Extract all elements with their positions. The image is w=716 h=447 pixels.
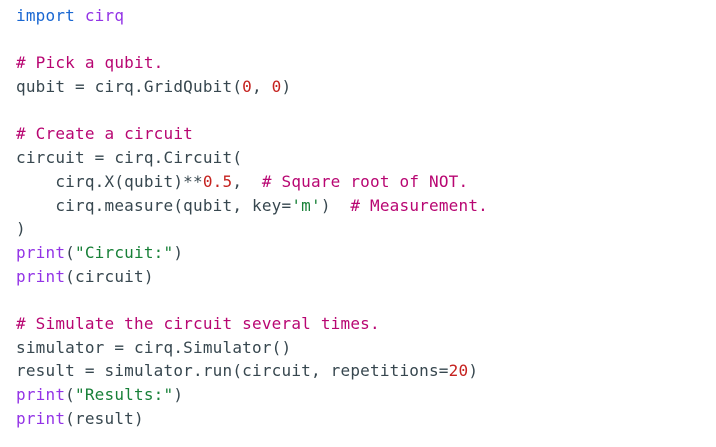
code-token-comment: # Create a circuit bbox=[16, 124, 193, 144]
code-token-plain: cirq.measure(qubit, key= bbox=[16, 195, 292, 215]
code-line: # Create a circuit bbox=[16, 122, 716, 146]
code-token-plain: (result) bbox=[65, 408, 144, 428]
code-line: print(circuit) bbox=[16, 265, 716, 289]
code-token-plain: simulator = cirq.Simulator() bbox=[16, 337, 292, 357]
code-token-string: "Results:" bbox=[75, 385, 174, 404]
code-token-plain: cirq.X(qubit)** bbox=[16, 171, 203, 191]
code-content: import cirq # Pick a qubit.qubit = cirq.… bbox=[16, 4, 716, 430]
code-token-plain: ) bbox=[281, 77, 292, 97]
code-line: # Pick a qubit. bbox=[16, 51, 716, 75]
code-token-number: 0 bbox=[242, 77, 252, 97]
code-token-plain: ) bbox=[16, 219, 26, 239]
code-token-plain: result = simulator.run(circuit, repetiti… bbox=[16, 361, 449, 381]
code-line: simulator = cirq.Simulator() bbox=[16, 336, 716, 360]
code-line: cirq.X(qubit)**0.5, # Square root of NOT… bbox=[16, 170, 716, 194]
code-token-comment: # Square root of NOT. bbox=[261, 171, 469, 191]
code-line: result = simulator.run(circuit, repetiti… bbox=[16, 359, 716, 383]
code-token-keyword: import bbox=[16, 6, 75, 25]
code-line bbox=[16, 99, 716, 123]
code-token-plain: ( bbox=[65, 385, 76, 404]
code-token-plain: ) bbox=[320, 195, 351, 215]
code-token-builtin: print bbox=[16, 385, 66, 404]
code-token-plain: ) bbox=[468, 361, 479, 381]
code-token-number: 0.5 bbox=[202, 171, 233, 191]
code-token-builtin: print bbox=[16, 408, 66, 428]
code-token-plain: , bbox=[232, 171, 262, 191]
code-token-string: 'm' bbox=[291, 195, 321, 215]
code-token-plain: qubit = cirq.GridQubit( bbox=[16, 77, 243, 97]
code-line: print("Results:") bbox=[16, 383, 716, 407]
code-token-plain: circuit = cirq.Circuit( bbox=[16, 148, 243, 168]
code-token-string: "Circuit:" bbox=[75, 242, 174, 262]
code-line: # Simulate the circuit several times. bbox=[16, 312, 716, 336]
code-token-plain: ) bbox=[173, 242, 184, 262]
code-token-builtin: print bbox=[16, 242, 66, 262]
code-token-plain: ) bbox=[173, 385, 184, 404]
code-line: qubit = cirq.GridQubit(0, 0) bbox=[16, 75, 716, 99]
code-line: cirq.measure(qubit, key='m') # Measureme… bbox=[16, 194, 716, 218]
code-token-plain: , bbox=[252, 77, 272, 97]
code-line: circuit = cirq.Circuit( bbox=[16, 146, 716, 170]
code-line bbox=[16, 288, 716, 312]
code-line bbox=[16, 28, 716, 52]
code-line: print(result) bbox=[16, 407, 716, 431]
code-line: ) bbox=[16, 217, 716, 241]
code-token-builtin: cirq bbox=[84, 6, 125, 25]
code-token-plain: (circuit) bbox=[65, 266, 154, 286]
code-token-comment: # Simulate the circuit several times. bbox=[16, 313, 380, 333]
code-token-number: 20 bbox=[448, 361, 469, 381]
code-block: import cirq # Pick a qubit.qubit = cirq.… bbox=[16, 4, 716, 430]
code-line: import cirq bbox=[16, 4, 716, 28]
code-token-comment: # Measurement. bbox=[350, 195, 488, 215]
code-token-plain: ( bbox=[65, 242, 76, 262]
code-token-builtin: print bbox=[16, 266, 66, 286]
code-line: print("Circuit:") bbox=[16, 241, 716, 265]
code-token-number: 0 bbox=[271, 77, 282, 97]
code-token-comment: # Pick a qubit. bbox=[16, 53, 164, 73]
code-token-plain bbox=[75, 6, 85, 25]
